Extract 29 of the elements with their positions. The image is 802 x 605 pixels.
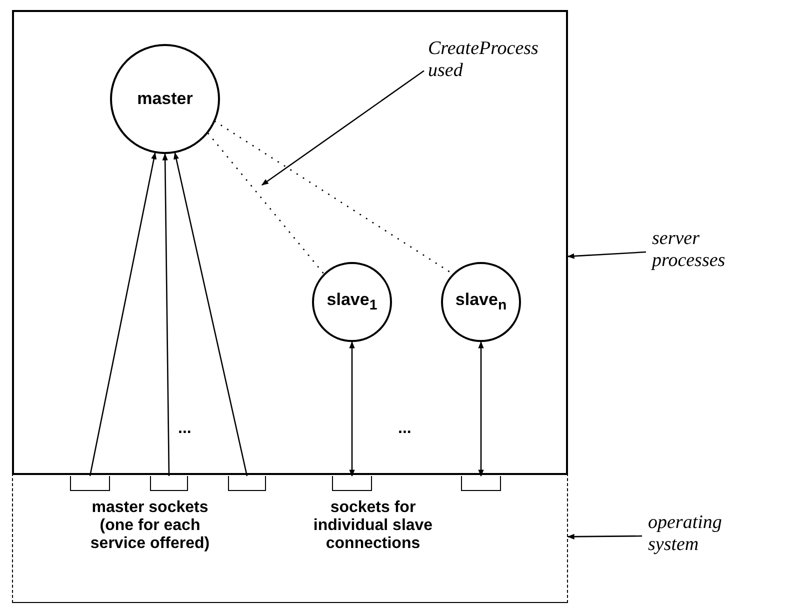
- annotation-text: operating system: [648, 512, 748, 556]
- arrow: [478, 341, 484, 477]
- annotation-text: CreateProcess used: [428, 38, 578, 82]
- process-label: master: [137, 89, 193, 109]
- server-process-area: [12, 10, 568, 475]
- arrow: [89, 152, 157, 476]
- leader-arrow: [567, 251, 646, 259]
- socket-caption: sockets for individual slave connections: [312, 499, 434, 553]
- process-circle: [110, 44, 220, 154]
- process-label: slave$_{1}$: [326, 290, 378, 314]
- arrow: [174, 152, 248, 476]
- process-circle: [441, 262, 521, 342]
- dotted-connector: [207, 132, 324, 274]
- socket-box: [150, 476, 188, 491]
- socket-box: [70, 476, 110, 491]
- operating-system-band: [12, 473, 568, 603]
- socket-box: [332, 476, 372, 491]
- annotation-text: server processes: [652, 228, 752, 272]
- ellipsis-text: ...: [398, 420, 412, 438]
- socket-box: [228, 476, 266, 491]
- arrow: [162, 153, 170, 476]
- socket-caption: master sockets (one for each service offered): [89, 499, 211, 553]
- socket-box: [461, 476, 501, 491]
- leader-arrow: [261, 70, 424, 186]
- leader-arrow: [567, 534, 642, 540]
- process-label: slave$_{n}$: [455, 290, 507, 314]
- ellipsis-text: ...: [178, 420, 192, 438]
- arrow: [349, 341, 355, 477]
- process-circle: [312, 262, 392, 342]
